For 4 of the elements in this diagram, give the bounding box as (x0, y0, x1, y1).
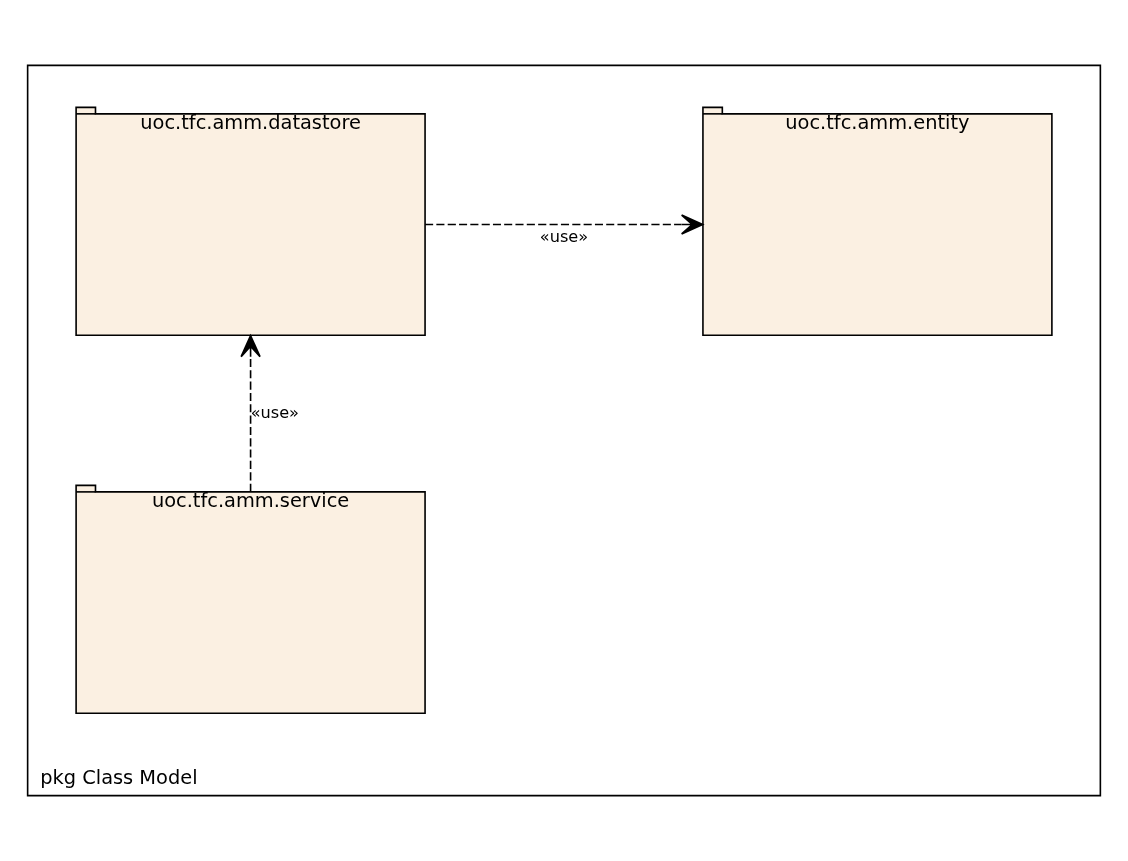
edge-label: «use» (250, 402, 299, 422)
arrow (240, 334, 261, 493)
edge-label: «use» (539, 227, 589, 247)
arrow (424, 214, 704, 235)
